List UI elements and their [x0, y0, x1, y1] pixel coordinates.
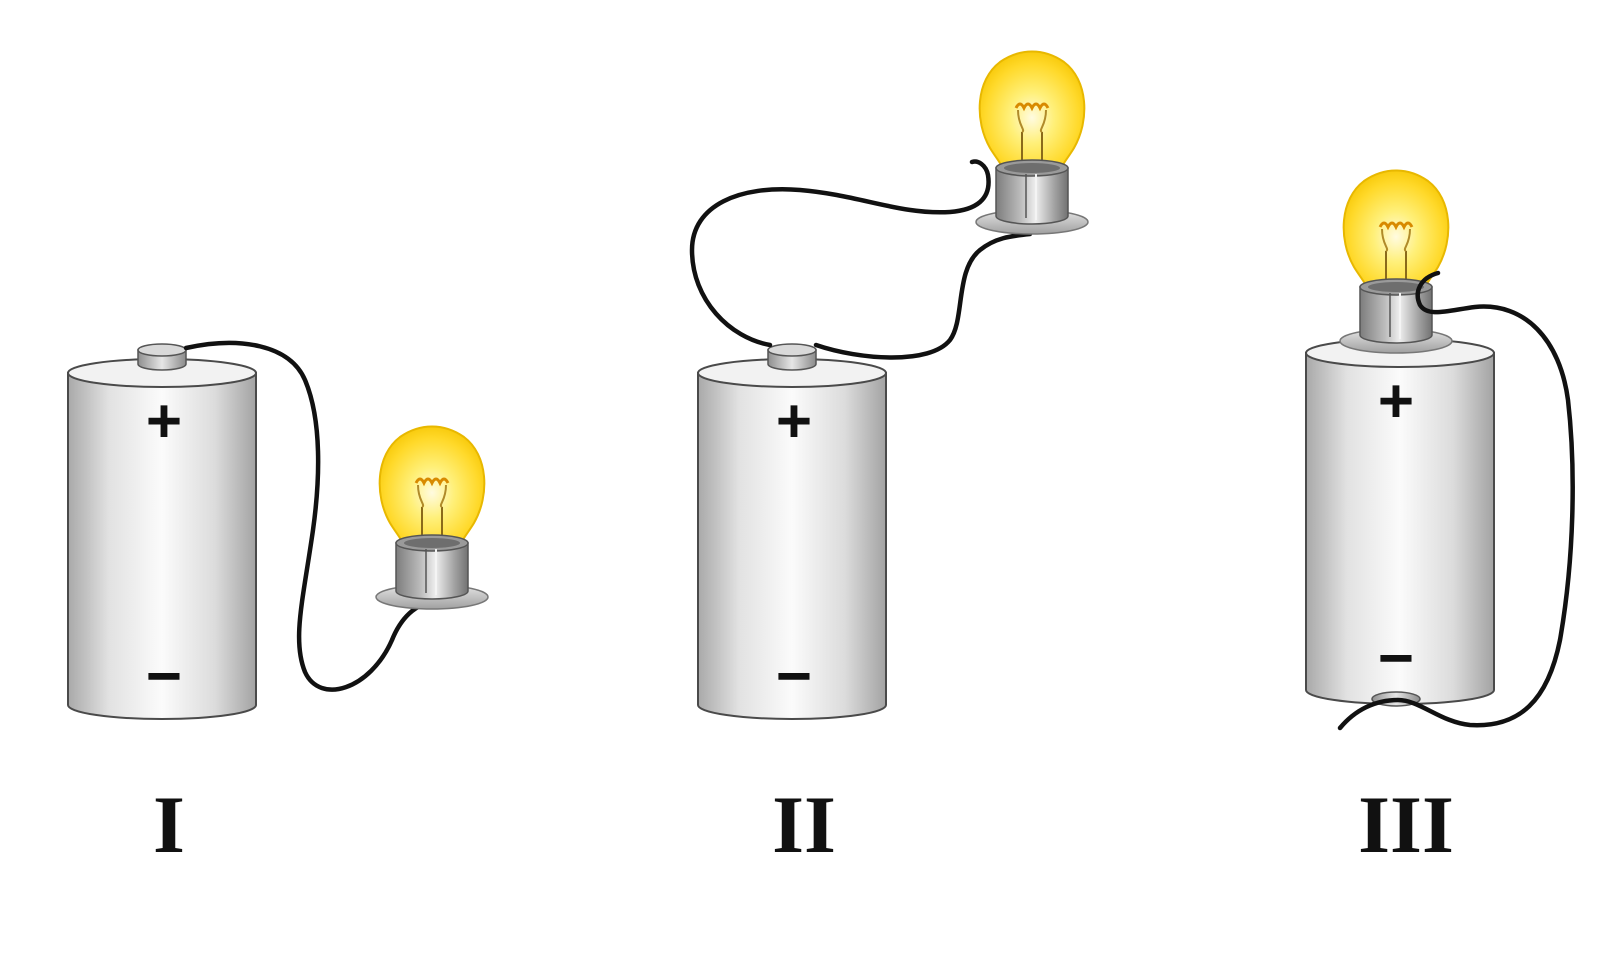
negative-symbol: −: [1378, 624, 1414, 693]
positive-terminal: [137, 343, 187, 371]
battery: + −: [1305, 338, 1495, 707]
setup-label: III: [1358, 779, 1454, 870]
negative-symbol: −: [146, 642, 182, 711]
positive-symbol: +: [146, 387, 182, 456]
positive-symbol: +: [1378, 367, 1414, 436]
setup-3: + − III: [1305, 169, 1575, 870]
light-bulb-icon: [974, 50, 1090, 236]
wire: [1337, 270, 1575, 731]
positive-symbol: +: [776, 387, 812, 456]
positive-terminal: [767, 343, 817, 371]
negative-symbol: −: [776, 642, 812, 711]
setup-1: + − I: [67, 340, 490, 870]
setup-label: I: [153, 779, 185, 870]
wire: [183, 340, 443, 692]
battery: + −: [697, 343, 887, 720]
light-bulb-icon: [1338, 169, 1454, 355]
setup-label: II: [772, 779, 836, 870]
setup-2: + − II: [689, 50, 1090, 870]
wire: [813, 231, 1033, 360]
battery: + −: [67, 343, 257, 720]
wire: [689, 159, 991, 348]
light-bulb-icon: [374, 425, 490, 611]
